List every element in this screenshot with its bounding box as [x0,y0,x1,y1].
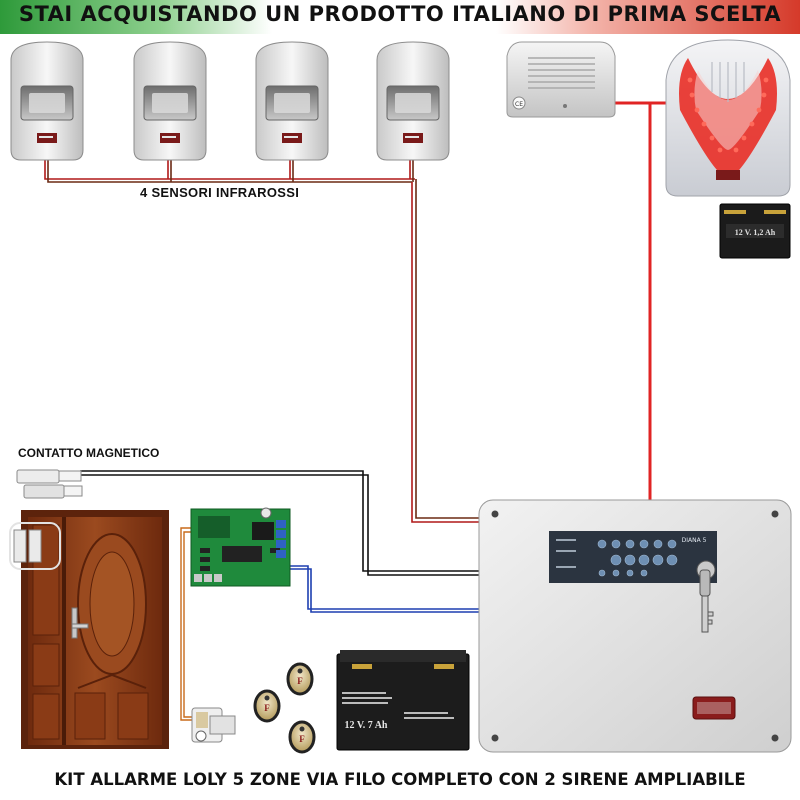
control-panel-icon: DIANA 5 [478,499,792,753]
svg-text:F: F [297,676,303,686]
module-wire [290,565,482,613]
rfid-tags: F F F [253,662,316,754]
sensor-bus-wire [44,160,415,183]
sensor-to-panel-wire [411,179,480,523]
rfid-tag-icon: F [286,662,314,696]
outdoor-siren-icon [665,39,791,197]
battery-icon: 12 V. 1,2 Ah [719,203,791,259]
terminal-box-icon [191,707,236,743]
top-banner: STAI ACQUISTANDO UN PRODOTTO ITALIANO DI… [0,0,800,34]
sensors-label: 4 SENSORI INFRAROSSI [140,185,300,200]
indoor-siren-icon: CE [506,41,616,118]
door-icon [9,510,169,749]
magnetic-contact-icon [16,469,83,499]
pcb-module-icon [190,507,291,587]
panel-model-label: DIANA 5 [682,537,707,544]
battery-small-label: 12 V. 1,2 Ah [735,228,776,237]
battery-large-label: 12 V. 7 Ah [345,720,388,731]
pir-sensor-icon [133,41,207,161]
rfid-tag-icon: F [253,689,281,723]
key-icon [699,569,714,633]
svg-text:F: F [299,734,305,744]
bottom-caption: KIT ALLARME LOLY 5 ZONE VIA FILO COMPLET… [54,770,746,789]
battery-icon: 12 V. 7 Ah [336,650,470,751]
contact-label: CONTATTO MAGNETICO [18,446,160,460]
module-to-box-wire [180,527,193,721]
contact-wire [80,470,482,576]
pir-sensor-icon [10,41,84,161]
wiring [44,101,668,721]
svg-text:CE: CE [515,101,523,108]
pir-sensor-icon [376,41,450,161]
siren-wire [614,101,668,500]
rfid-tag-icon: F [288,720,316,754]
banner-text: STAI ACQUISTANDO UN PRODOTTO ITALIANO DI… [18,2,782,26]
pir-sensors [10,41,450,161]
svg-text:F: F [264,703,270,713]
pir-sensor-icon [255,41,329,161]
